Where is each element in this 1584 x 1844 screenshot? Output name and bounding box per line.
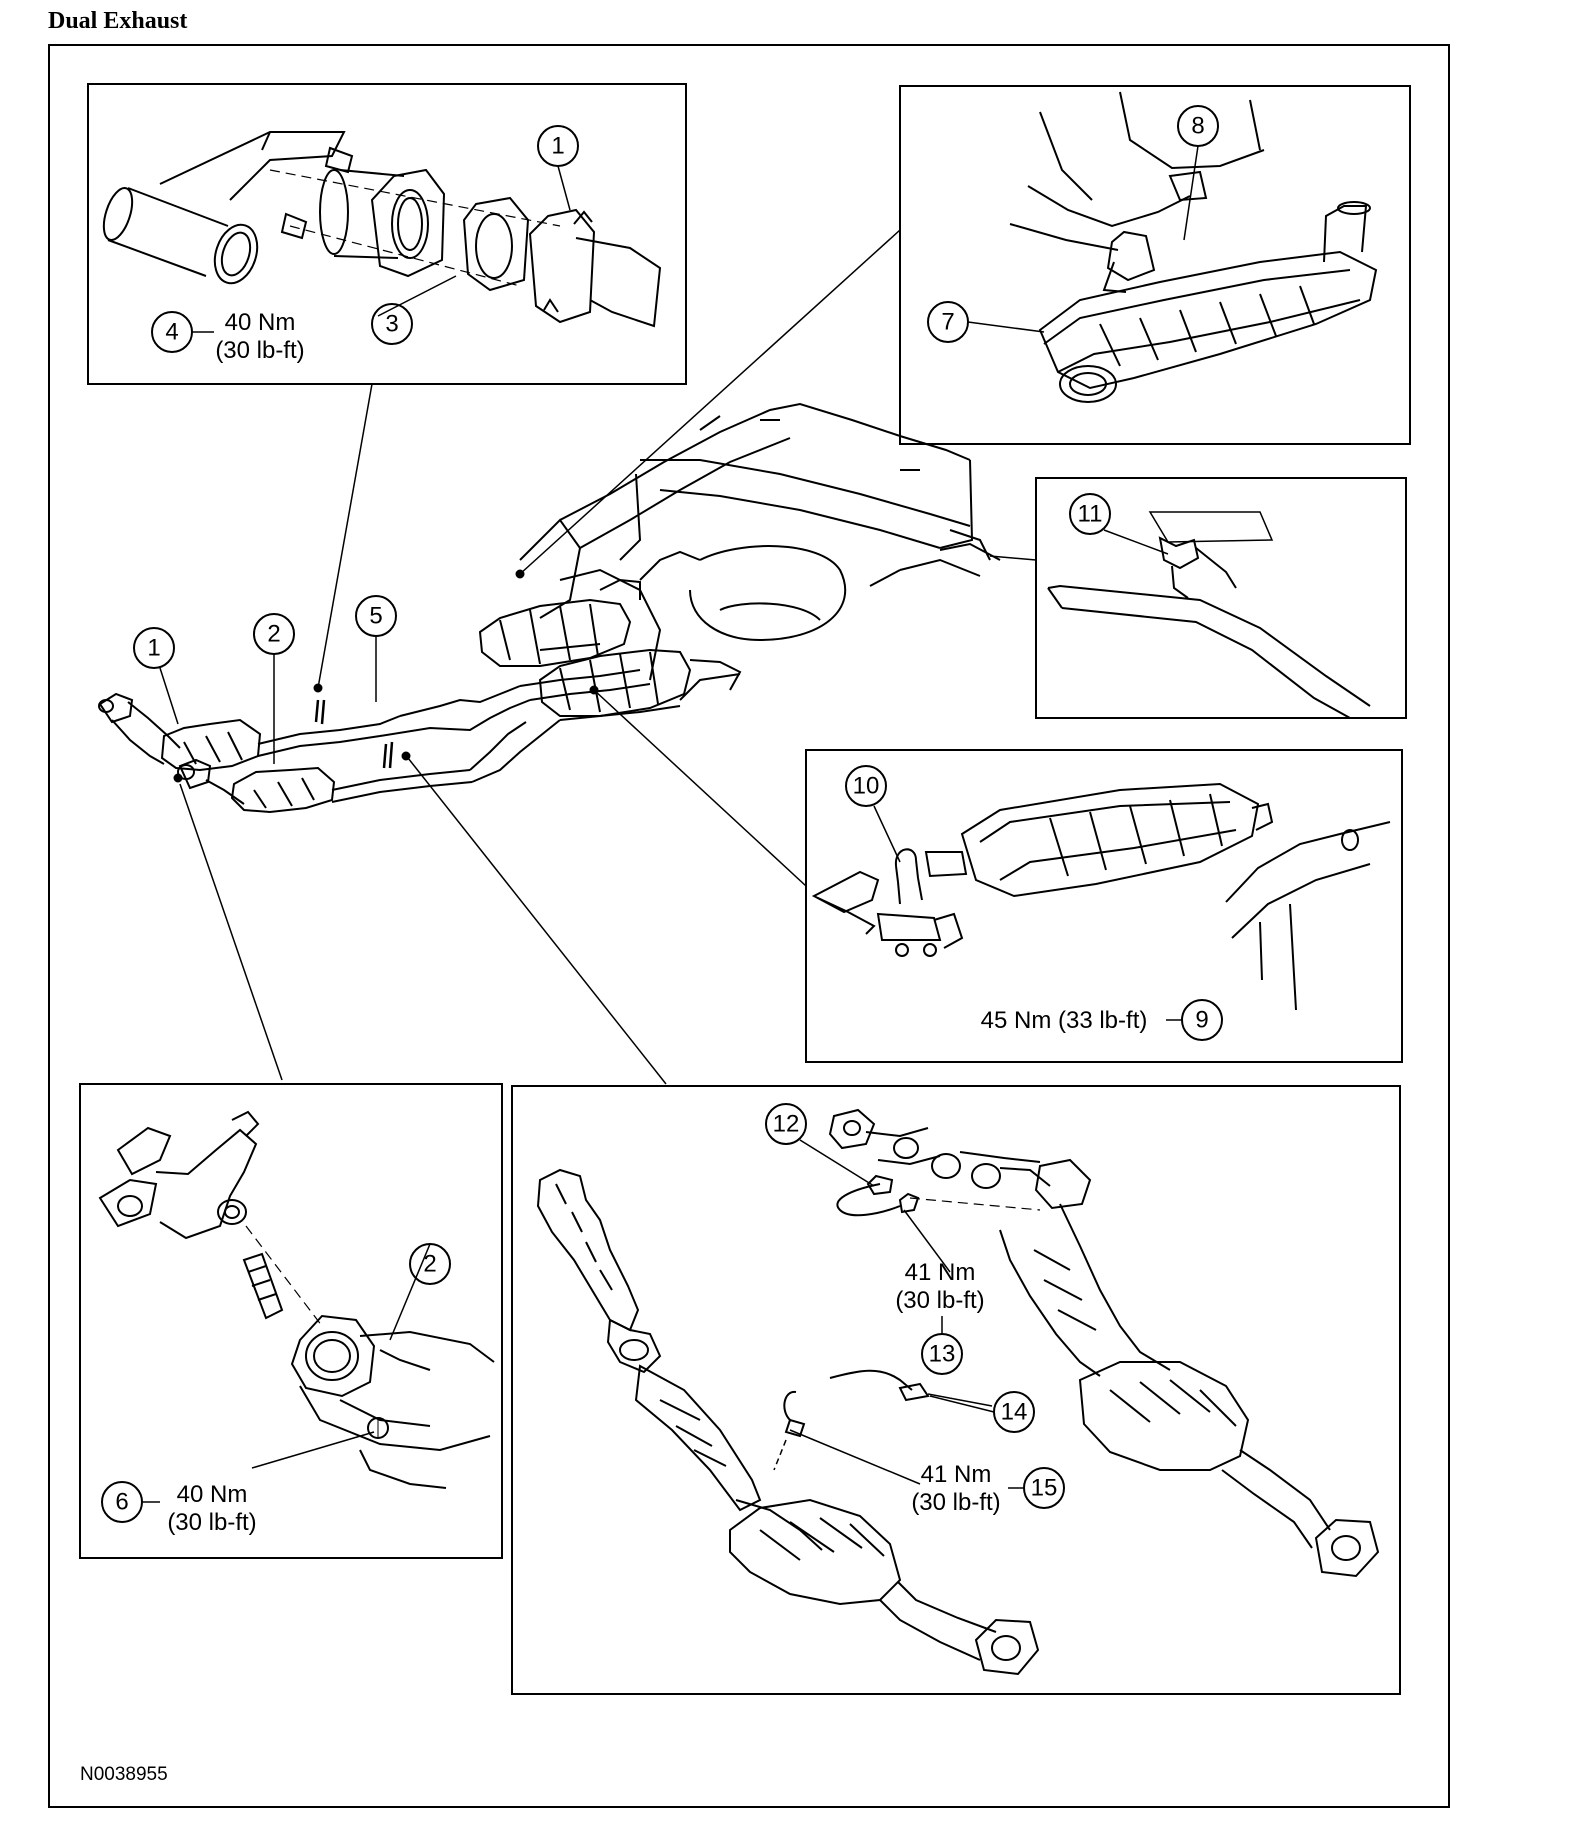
detail-panel-hanger [1035,477,1407,719]
callout-5: 5 [369,603,382,630]
diagram-title: Dual Exhaust [48,8,188,34]
callout-6: 6 [115,1489,128,1516]
flange-joint-drawing [102,131,662,328]
reference-code: N0038955 [80,1764,168,1785]
callout-2: 2 [423,1251,436,1278]
callout-13: 13 [929,1341,956,1368]
detail-panel-flange [87,83,687,385]
callout-11: 11 [1078,501,1103,528]
connector-lines [179,229,1037,1085]
muffler-left-drawing [1009,91,1378,403]
callout-15: 15 [1031,1475,1058,1502]
callout-1: 1 [147,635,160,662]
detail-panel-muffler-left [899,85,1411,445]
callout-7: 7 [941,309,954,336]
detail-panel-catalyst [79,1083,503,1559]
callout-2: 2 [267,621,280,648]
catalyst-flange-drawing [98,1110,495,1489]
torque-label-13-nm: 41 Nm [905,1259,976,1286]
muffler-right-drawing [811,782,1391,1011]
torque-label-4-lbft: (30 lb-ft) [215,337,304,364]
callout-14: 14 [1001,1399,1028,1426]
detail-panel-manifolds [511,1085,1401,1695]
torque-label-13-lbft: (30 lb-ft) [895,1287,984,1314]
callout-3: 3 [385,311,398,338]
torque-label-9: 45 Nm (33 lb-ft) [981,1007,1148,1034]
callout-1: 1 [551,133,564,160]
callout-12: 12 [773,1111,800,1138]
callout-9: 9 [1195,1007,1208,1034]
main-exhaust-assembly [98,402,1001,814]
callout-circles [101,105,1223,1523]
torque-label-6-nm: 40 Nm [177,1481,248,1508]
manifolds-catalyst-drawing [536,1108,1380,1676]
callout-8: 8 [1191,113,1204,140]
callout-4: 4 [165,319,178,346]
torque-label-6-lbft: (30 lb-ft) [167,1509,256,1536]
torque-label-4-nm: 40 Nm [225,309,296,336]
torque-label-15-nm: 41 Nm [921,1461,992,1488]
torque-label-15-lbft: (30 lb-ft) [911,1489,1000,1516]
hanger-drawing [1047,511,1371,719]
callout-leaders [142,145,1199,1503]
detail-panel-muffler-right [805,749,1403,1063]
diagram-frame [48,44,1450,1808]
callout-10: 10 [853,773,880,800]
